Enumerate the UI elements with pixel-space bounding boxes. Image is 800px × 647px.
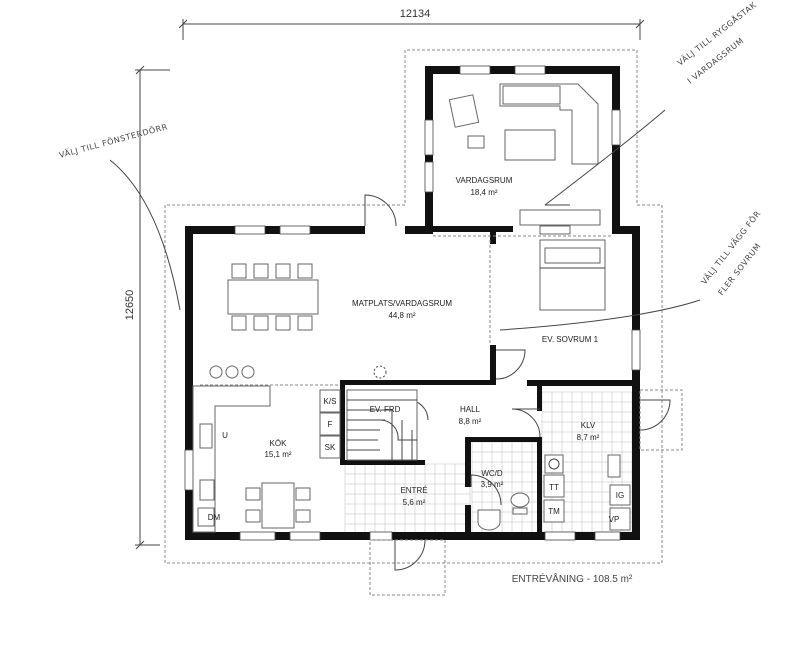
klv-name: KLV bbox=[581, 421, 596, 430]
hall-area: 8,8 m² bbox=[459, 417, 482, 426]
bed bbox=[539, 239, 606, 311]
hall-name: HALL bbox=[460, 405, 481, 414]
kok-area: 15,1 m² bbox=[264, 450, 291, 459]
dimension-height-label: 12650 bbox=[124, 290, 136, 321]
dining-table bbox=[227, 263, 319, 331]
note-window-door-text: VÄLJ TILL FÖNSTERDÖRR bbox=[58, 121, 169, 160]
bar-stools bbox=[209, 365, 387, 379]
entre-area: 5,6 m² bbox=[403, 498, 426, 507]
sovrum-name: EV. SOVRUM 1 bbox=[542, 335, 599, 344]
tv-bench bbox=[519, 209, 601, 226]
room-wc: WC/D 3,9 m² bbox=[481, 469, 504, 489]
dimension-top: 12134 bbox=[178, 8, 645, 40]
klv-fixtures bbox=[543, 454, 631, 531]
wc-area: 3,9 m² bbox=[481, 480, 504, 489]
kitchen-table bbox=[245, 482, 311, 529]
dashed-partitions bbox=[200, 235, 612, 386]
kok-name: KÖK bbox=[270, 439, 288, 448]
note-sloped-roof-line2: I VARDAGSRUM bbox=[686, 36, 746, 86]
room-evfrd: EV. FRD bbox=[370, 405, 401, 414]
fixture-tm: TM bbox=[548, 507, 560, 516]
fixture-f: F bbox=[328, 420, 333, 429]
dimension-left: 12650 bbox=[124, 65, 170, 550]
fixture-ig: IG bbox=[616, 491, 624, 500]
room-sovrum: EV. SOVRUM 1 bbox=[542, 335, 599, 344]
room-entre: ENTRÉ 5,6 m² bbox=[400, 486, 427, 507]
fixture-tt: TT bbox=[549, 483, 559, 492]
tile-floor-entre bbox=[344, 463, 471, 535]
entre-name: ENTRÉ bbox=[400, 486, 427, 495]
klv-area: 8,7 m² bbox=[577, 433, 600, 442]
staircase bbox=[346, 389, 418, 461]
fixture-labels: K/S F SK U DM TT TM IG VP bbox=[208, 397, 624, 524]
fixture-sk: SK bbox=[325, 443, 336, 452]
room-klv: KLV 8,7 m² bbox=[577, 421, 600, 442]
room-kok: KÖK 15,1 m² bbox=[264, 439, 291, 459]
armchair bbox=[448, 94, 485, 149]
wc-fixtures bbox=[477, 492, 530, 531]
wardrobe-column bbox=[319, 389, 341, 459]
fixture-u: U bbox=[222, 431, 228, 440]
note-window-door: VÄLJ TILL FÖNSTERDÖRR bbox=[58, 121, 181, 311]
fixture-vp: VP bbox=[609, 515, 620, 524]
windows bbox=[184, 65, 641, 541]
fixture-ks: K/S bbox=[324, 397, 337, 406]
sofa bbox=[499, 83, 599, 165]
kitchen-counter bbox=[192, 385, 271, 533]
roof-outline bbox=[164, 49, 663, 564]
interior-walls bbox=[340, 226, 632, 537]
fixture-dm: DM bbox=[208, 513, 221, 522]
room-matplats: MATPLATS/VARDAGSRUM 44,8 m² bbox=[352, 299, 452, 320]
matplats-area: 44,8 m² bbox=[388, 311, 415, 320]
evfrd-name: EV. FRD bbox=[370, 405, 401, 414]
room-hall: HALL 8,8 m² bbox=[459, 405, 482, 426]
dimension-width-label: 12134 bbox=[400, 8, 431, 20]
vardagsrum-name: VARDAGSRUM bbox=[456, 176, 513, 185]
wc-name: WC/D bbox=[481, 469, 503, 478]
floor-area-label: ENTRÉVÅNING - 108.5 m² bbox=[512, 572, 633, 585]
vardagsrum-area: 18,4 m² bbox=[470, 188, 497, 197]
matplats-name: MATPLATS/VARDAGSRUM bbox=[352, 299, 452, 308]
coffee-table bbox=[504, 129, 556, 161]
room-vardagsrum: VARDAGSRUM 18,4 m² bbox=[456, 176, 513, 197]
